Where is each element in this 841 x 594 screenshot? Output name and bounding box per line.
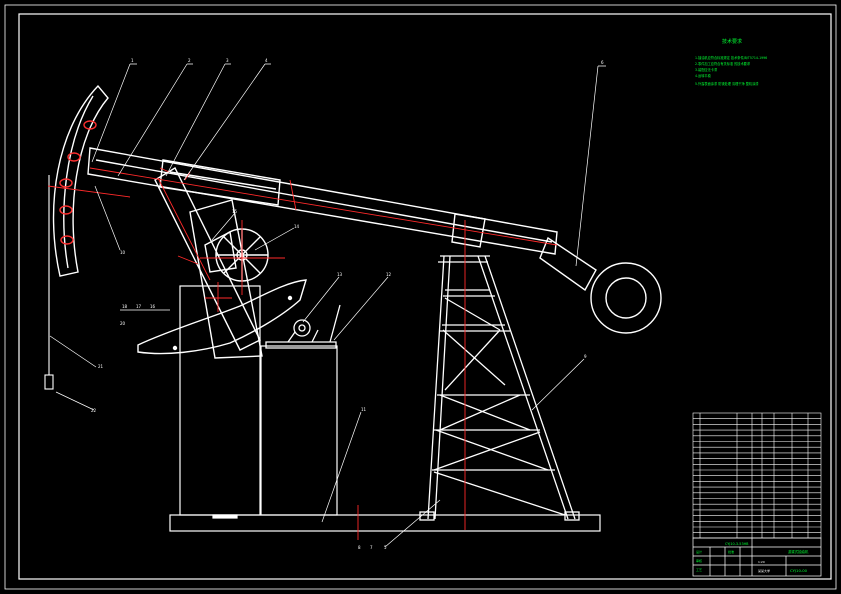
- callout-mid-3: 14: [294, 224, 300, 229]
- inner-frame: [18, 13, 832, 580]
- label-approve: 批准: [728, 549, 734, 554]
- callout-left-1: 20: [120, 321, 126, 326]
- callout-mid-6: 9: [584, 354, 587, 359]
- callout-mid-1: 10: [120, 250, 126, 255]
- scale-value: 1:20: [758, 560, 765, 564]
- callout-bottom-2: 7: [370, 545, 373, 550]
- callout-top-1: 1: [131, 58, 134, 63]
- callout-mid-2: 15: [232, 209, 238, 214]
- label-check: 审核: [696, 558, 702, 563]
- equalizer-arm: [539, 236, 662, 334]
- wire-line: [44, 175, 54, 390]
- drawing-title: 游梁式抽油机: [788, 549, 809, 554]
- notes-line-4: 4.运转平稳: [695, 73, 712, 78]
- notes-line-3: 3.装配应无卡滞: [695, 67, 718, 72]
- horse-head-holes: [59, 120, 97, 245]
- school-name: 某某大学: [758, 568, 770, 573]
- base-frame: [169, 285, 601, 532]
- leader-lines: [49, 63, 606, 548]
- callout-left-3: 22: [91, 408, 97, 413]
- callout-bottom-1: 8: [358, 545, 361, 550]
- callout-mid-7: 11: [361, 407, 367, 412]
- label-design: 设计: [696, 549, 702, 554]
- outer-frame: [4, 4, 837, 590]
- title-block-text: CYJ10-3-53HB 游梁式抽油机 CYJ10-00 1:20 某某大学 设…: [696, 542, 809, 573]
- walking-beam: [87, 147, 558, 255]
- notes-line-5: 5.外露表面涂漆 防锈处理 清理干净 整机涂漆: [695, 81, 759, 86]
- drawing-number: CYJ10-3-53HB: [725, 542, 749, 546]
- callout-group-2: 17: [136, 304, 142, 309]
- notes-line-1: 1.抽油机应符合标准规定 技术条件JB/T5714-1996: [695, 55, 767, 60]
- callout-top-4: 4: [265, 58, 268, 63]
- callout-top-5: 6: [601, 60, 604, 65]
- samson-post: [419, 255, 580, 521]
- callout-group-1: 18: [122, 304, 128, 309]
- callout-top-3: 3: [226, 58, 229, 63]
- crank-counterweight: [137, 279, 307, 355]
- notes-line-2: 2.零件加工应符合有关标准 的技术要求: [695, 61, 751, 66]
- title-block: [692, 537, 822, 577]
- parts-list: [692, 412, 822, 539]
- horse-head: [52, 84, 109, 277]
- drawing-code: CYJ10-00: [790, 568, 808, 573]
- callout-numbers: 1 2 3 4 6 10 15 14 13 12 9 11 18 17 16 2…: [91, 58, 604, 550]
- callout-group-3: 16: [150, 304, 156, 309]
- callout-mid-5: 12: [386, 272, 392, 277]
- label-process: 工艺: [696, 567, 702, 572]
- callout-bottom-3: 5: [384, 545, 387, 550]
- motor-brake: [265, 304, 341, 349]
- callout-mid-4: 13: [337, 272, 343, 277]
- callout-left-2: 21: [98, 364, 104, 369]
- technical-notes: 技术要求 1.抽油机应符合标准规定 技术条件JB/T5714-1996 2.零件…: [695, 38, 767, 86]
- notes-title: 技术要求: [722, 38, 742, 45]
- center-lines: [47, 167, 558, 540]
- callout-top-2: 2: [188, 58, 191, 63]
